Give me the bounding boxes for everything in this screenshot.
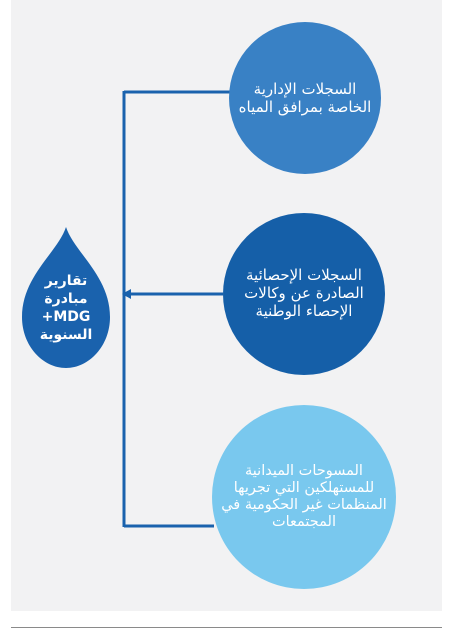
source-label-3: المسوحات الميدانية للمستهلكين التي تجريه…	[221, 463, 387, 530]
water-drop-shape	[22, 227, 110, 368]
bottom-rule	[11, 627, 442, 628]
source-circle-1	[229, 22, 381, 174]
drop-label: تقارير مبادرة MDG+ السنوية	[39, 273, 93, 343]
source-circle-3	[212, 405, 396, 589]
source-circle-2	[223, 213, 385, 375]
bracket-arrowhead	[122, 289, 131, 299]
source-label-1: السجلات الإدارية الخاصة بمرافق المياه	[238, 80, 372, 116]
source-label-2: السجلات الإحصائية الصادرة عن وكالات الإح…	[244, 266, 364, 320]
